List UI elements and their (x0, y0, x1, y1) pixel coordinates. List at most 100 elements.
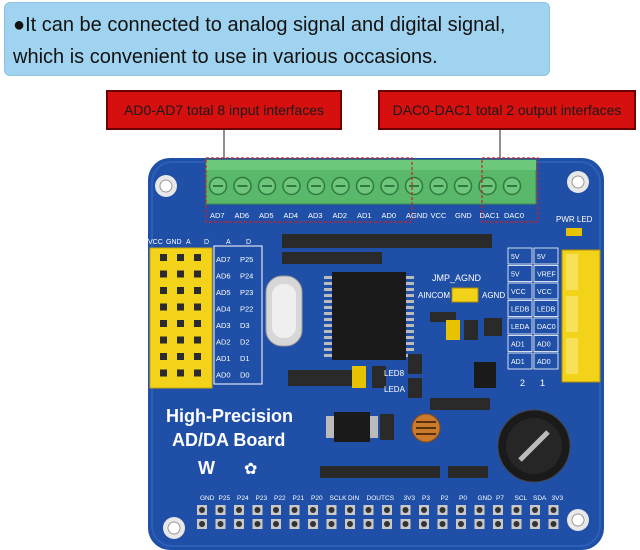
chip-pin (406, 300, 414, 303)
header-pin (177, 270, 184, 278)
gpio-hole (347, 507, 353, 513)
pin-label-d: P24 (240, 272, 253, 281)
header-pin (194, 320, 201, 327)
bottom-pin-label: P2 (441, 495, 449, 502)
grid-label: 5V (511, 254, 520, 261)
grid-cell (533, 335, 559, 352)
gpio-hole (254, 507, 261, 513)
bottom-pin-label: SDA (533, 495, 547, 502)
chip-pin (406, 282, 414, 285)
gpio-hole (273, 507, 279, 513)
bottom-pin-label: P0 (459, 495, 467, 502)
header-top-label: VCC (148, 239, 163, 246)
gpio-hole (513, 507, 520, 513)
header-pin (194, 353, 201, 360)
pin-label-d: P23 (240, 288, 253, 297)
pin-label-a: AD4 (216, 305, 231, 314)
header-pin (160, 353, 167, 360)
gpio-hole (402, 507, 409, 513)
grid-cell (533, 282, 559, 300)
bottom-smd-row (320, 466, 488, 478)
gpio-hole (217, 507, 224, 513)
gpio-hole (476, 521, 483, 527)
terminal-label: AD4 (284, 211, 299, 220)
pin-label-a: AD5 (216, 288, 231, 297)
yellow-pin-header (149, 247, 213, 389)
smd-components (288, 312, 502, 410)
gpio-hole (421, 507, 427, 513)
grid-cell (533, 352, 559, 370)
grid-cell (507, 352, 533, 370)
grid-label: 5V (511, 272, 520, 279)
gpio-hole (365, 521, 372, 527)
header-pin (160, 303, 167, 311)
output-highlight-box (481, 157, 539, 223)
gpio-hole (532, 507, 538, 513)
bottom-pin-label: GND (200, 495, 215, 502)
gpio-hole (550, 521, 557, 527)
crystal-oscillator (265, 275, 303, 347)
header-top-label: GND (166, 239, 182, 246)
header-pin (177, 353, 184, 360)
chip-pin (406, 288, 414, 291)
terminal-label: DAC1 (480, 211, 500, 220)
gpio-hole (421, 521, 427, 527)
pin-label-a: AD2 (216, 338, 231, 347)
gpio-hole (458, 521, 464, 527)
gpio-hole (254, 521, 261, 527)
grid-label: LEDB (511, 307, 530, 314)
chip-pin (324, 300, 332, 303)
gpio-hole (273, 521, 279, 527)
led-label-2: LEDA (384, 385, 406, 394)
terminal-label: GND (455, 211, 472, 220)
pin-label-d: P22 (240, 305, 253, 314)
chip-pin (324, 282, 332, 285)
callout-output-interfaces: DAC0-DAC1 total 2 output interfaces (378, 90, 636, 130)
gpio-hole (291, 521, 298, 527)
chip-pin (406, 294, 414, 297)
grid-label: DAC0 (537, 324, 556, 331)
gpio-hole (476, 507, 483, 513)
grid-label: LEDB (537, 307, 556, 314)
bottom-pin-label: P25 (219, 495, 231, 502)
grid-label: VREF (537, 272, 556, 279)
grid-cell (533, 317, 559, 335)
bottom-pin-label: P7 (496, 495, 504, 502)
pin-label-d: D1 (240, 354, 250, 363)
header-pin (177, 369, 184, 377)
header-pin (160, 320, 167, 327)
bottom-pin-label: P22 (274, 495, 286, 502)
header-pin (194, 369, 201, 377)
header-pin (160, 254, 167, 261)
grid-cell (533, 300, 559, 317)
grid-label: AD0 (537, 342, 551, 349)
grid-label: AD1 (511, 359, 525, 366)
grid-cell (507, 335, 533, 352)
gpio-hole (199, 507, 205, 513)
gpio-hole (328, 521, 335, 527)
led-label-1: LED8 (384, 369, 405, 378)
bottom-pin-label: 3V3 (404, 495, 416, 502)
right-bottom-1: 1 (540, 378, 545, 388)
terminal-label: AGND (406, 211, 428, 220)
header-pin (194, 303, 201, 311)
pin-label-a: AD3 (216, 321, 231, 330)
gpio-hole (384, 507, 390, 513)
chip-pin (324, 354, 332, 357)
gpio-hole (458, 507, 464, 513)
screw-terminal-block (205, 159, 537, 205)
grid-label: AD0 (537, 359, 551, 366)
chip-pin (324, 330, 332, 333)
chip-pin (406, 336, 414, 339)
bottom-pin-label: P20 (311, 495, 323, 502)
terminal-label: AD7 (210, 211, 225, 220)
gpio-hole (513, 521, 520, 527)
board-title-line2: AD/DA Board (172, 430, 285, 450)
header-pin (160, 336, 167, 344)
grid-cell (507, 300, 533, 317)
header-pin (194, 336, 201, 344)
raspberry-logo: ✿ (244, 461, 257, 478)
